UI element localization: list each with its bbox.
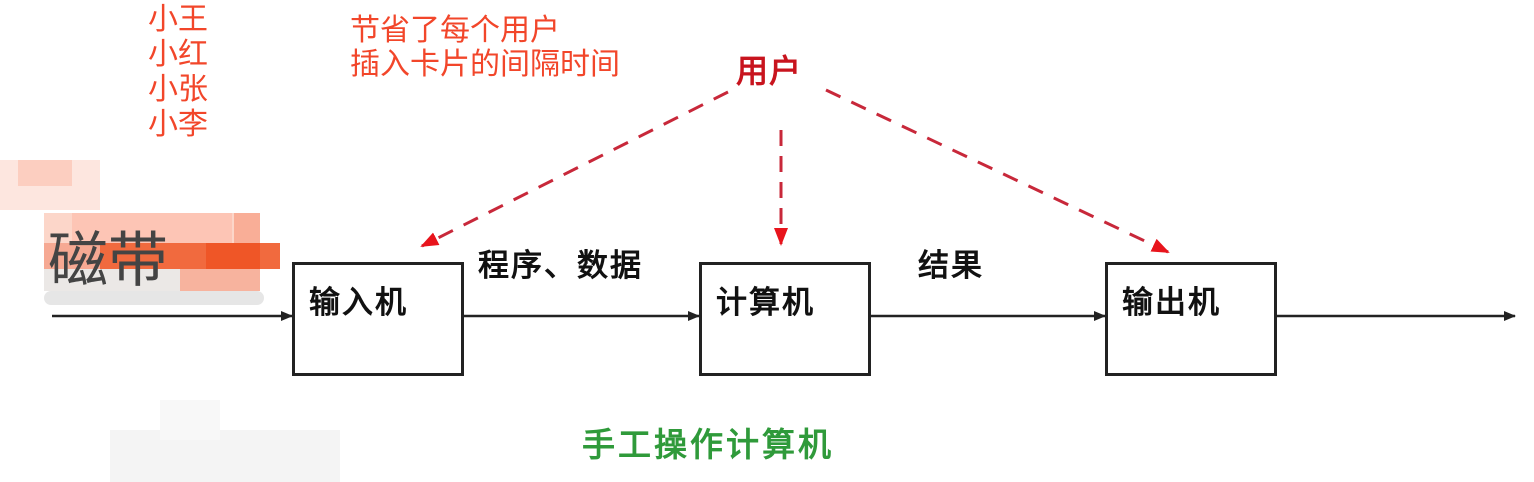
input-machine-node: 输入机 xyxy=(292,262,464,376)
output-machine-node: 输出机 xyxy=(1105,262,1277,376)
note-line: 节省了每个用户 xyxy=(350,13,560,48)
node-label: 输出机 xyxy=(1122,285,1221,321)
user-node-label: 用户 xyxy=(736,52,803,90)
user-name: 小红 xyxy=(148,37,208,72)
user-to-output-dashed-arrow xyxy=(825,88,1170,254)
node-label: 输入机 xyxy=(309,285,408,321)
user-name: 小王 xyxy=(148,2,208,37)
user-to-input-dashed-arrow xyxy=(420,90,729,248)
user-name: 小张 xyxy=(148,72,208,107)
edge-label-result: 结果 xyxy=(918,248,984,284)
edge-label-program-data: 程序、数据 xyxy=(478,248,643,284)
note-line: 插入卡片的间隔时间 xyxy=(350,47,620,82)
user-name: 小李 xyxy=(148,107,208,142)
tape-label: 磁带 xyxy=(48,226,168,296)
time-saving-note: 节省了每个用户 插入卡片的间隔时间 xyxy=(350,14,620,82)
user-names-list: 小王 小红 小张 小李 xyxy=(148,2,208,142)
diagram-caption: 手工操作计算机 xyxy=(582,425,834,464)
computer-node: 计算机 xyxy=(699,262,871,376)
node-label: 计算机 xyxy=(716,285,815,321)
